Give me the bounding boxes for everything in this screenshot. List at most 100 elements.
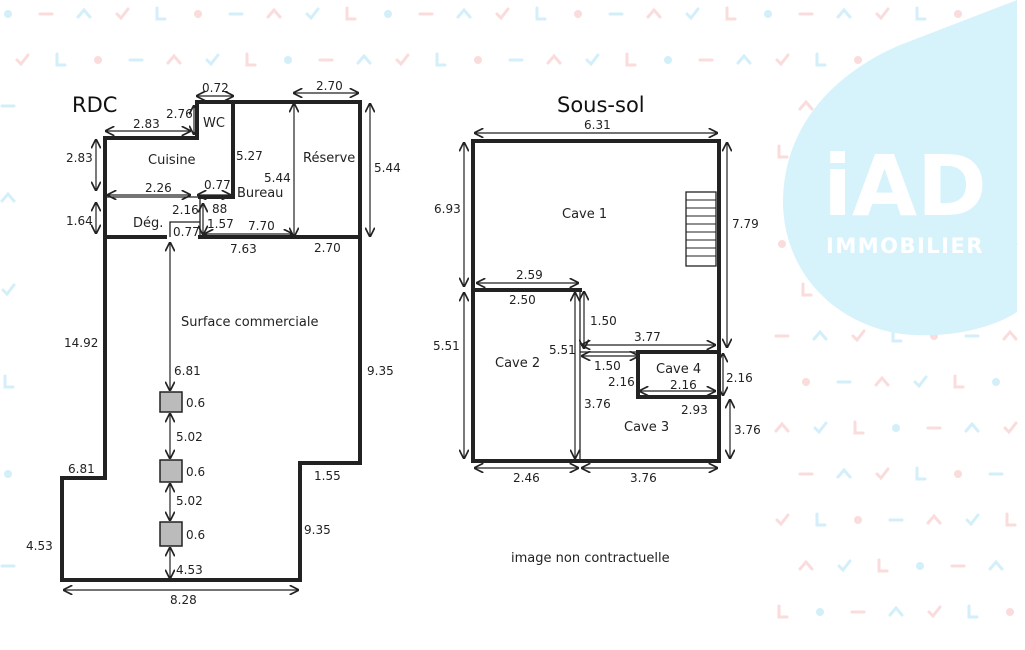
pattern-mark — [725, 6, 737, 21]
pattern-mark — [815, 52, 827, 67]
room-cave-3: Cave 3 — [624, 420, 669, 435]
dim-label: 0.77 — [204, 178, 231, 192]
pattern-mark — [1006, 608, 1014, 616]
dim-label: 4.53 — [176, 563, 203, 577]
pattern-mark — [874, 375, 890, 387]
room-surface-commerciale: Surface commerciale — [181, 315, 318, 330]
dim-label: 2.70 — [316, 79, 343, 93]
pattern-mark — [245, 52, 257, 67]
dim-label: 5.02 — [176, 494, 203, 508]
pattern-mark — [585, 53, 600, 67]
pattern-mark — [798, 99, 814, 111]
pattern-mark — [988, 559, 1004, 571]
dim-label: 8.28 — [170, 593, 197, 607]
pattern-mark — [954, 10, 962, 18]
pattern-mark — [395, 53, 410, 67]
dim-label: 4.53 — [26, 539, 53, 553]
pattern-mark — [155, 6, 167, 21]
pattern-mark — [535, 6, 547, 21]
pattern-mark — [435, 52, 447, 67]
disclaimer-note: image non contractuelle — [511, 551, 670, 566]
pattern-mark — [0, 191, 16, 203]
pattern-mark — [266, 7, 282, 19]
room-cave-4: Cave 4 — [656, 362, 701, 377]
pattern-mark — [916, 562, 924, 570]
dim-label: 88 — [212, 202, 227, 216]
pattern-mark — [574, 10, 582, 18]
staircase — [685, 191, 717, 267]
pattern-mark — [778, 240, 786, 248]
pattern-mark — [664, 56, 672, 64]
room-bureau: Bureau — [237, 186, 283, 201]
dim-label: 5.27 — [236, 149, 263, 163]
room-cave-2: Cave 2 — [495, 356, 540, 371]
pattern-mark — [1, 283, 16, 297]
pattern-mark — [802, 378, 810, 386]
rdc-walls — [60, 100, 362, 582]
pattern-mark — [55, 52, 67, 67]
pattern-mark — [194, 10, 202, 18]
logo-blob — [782, 0, 1017, 336]
pattern-mark — [854, 56, 862, 64]
pattern-mark — [777, 604, 789, 619]
pattern-mark — [812, 329, 828, 341]
dim-label: 3.76 — [734, 423, 761, 437]
pattern-mark — [3, 374, 15, 389]
rdc-plan: RDC — [26, 79, 401, 607]
room-degagement: Dég. — [133, 216, 163, 231]
room-wc: WC — [203, 116, 225, 131]
dim-label: 3.77 — [634, 330, 661, 344]
pattern-mark — [384, 10, 392, 18]
logo-tagline: IMMOBILIER — [826, 234, 984, 258]
pattern-mark — [953, 374, 965, 389]
pattern-mark — [888, 605, 904, 617]
pattern-mark — [625, 52, 637, 67]
dim-label: 0.6 — [186, 528, 205, 542]
dim-label: 7.70 — [248, 219, 275, 233]
dim-label: 5.51 — [433, 339, 460, 353]
pattern-mark — [851, 329, 866, 343]
dim-label: 3.76 — [630, 471, 657, 485]
dim-label: 0.6 — [186, 465, 205, 479]
rdc-title: RDC — [72, 93, 117, 117]
pattern-mark — [764, 10, 772, 18]
rdc-dimension-labels: 0.72 2.76 2.70 5.44 5.44 2.83 2.83 5.27 … — [26, 79, 401, 607]
pattern-mark — [964, 421, 980, 433]
rdc-dimension-lines — [64, 93, 370, 590]
dim-label: 2.93 — [681, 403, 708, 417]
pattern-mark — [853, 420, 865, 435]
pillar-3 — [159, 521, 183, 547]
pattern-mark — [801, 282, 813, 297]
dim-label: 6.81 — [174, 364, 201, 378]
dim-label: 2.16 — [726, 371, 753, 385]
dim-label: 2.26 — [145, 181, 172, 195]
pattern-mark — [992, 378, 1000, 386]
pattern-mark — [875, 7, 890, 21]
dim-label: 1.55 — [314, 469, 341, 483]
pattern-mark — [76, 7, 92, 19]
pattern-mark — [736, 53, 752, 65]
pattern-mark — [474, 56, 482, 64]
pattern-mark — [345, 6, 357, 21]
pattern-mark — [774, 421, 790, 433]
pattern-mark — [456, 7, 472, 19]
pattern-mark — [877, 558, 889, 573]
dim-label: 2.16 — [670, 378, 697, 392]
dim-label: 3.76 — [584, 397, 611, 411]
pattern-mark — [967, 604, 979, 619]
dim-label: 6.93 — [434, 202, 461, 216]
pattern-mark — [646, 7, 662, 19]
room-reserve: Réserve — [303, 151, 355, 166]
pattern-mark — [4, 470, 12, 478]
pillar-1 — [159, 391, 183, 413]
pattern-mark — [284, 56, 292, 64]
pattern-mark — [913, 375, 928, 389]
pattern-mark — [892, 424, 900, 432]
pattern-mark — [356, 53, 372, 65]
pattern-mark — [546, 53, 562, 65]
room-cuisine: Cuisine — [148, 153, 196, 168]
pattern-mark — [798, 559, 814, 571]
sous-sol-title: Sous-sol — [557, 93, 645, 117]
dim-label: 5.44 — [374, 161, 401, 175]
